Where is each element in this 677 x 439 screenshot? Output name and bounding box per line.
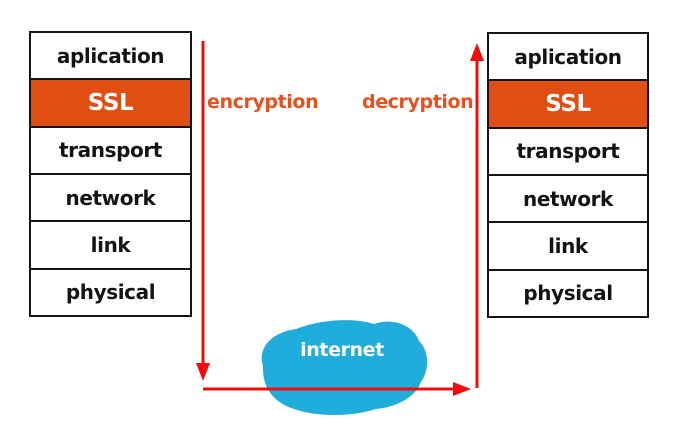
- layer-network: network: [489, 175, 647, 224]
- layer-physical: physical: [31, 269, 190, 315]
- sender-protocol-stack: aplication SSL transport network link ph…: [29, 31, 192, 317]
- layer-transport: transport: [31, 127, 190, 175]
- internet-cloud: [261, 320, 428, 415]
- decryption-label: decryption: [362, 91, 474, 113]
- layer-network: network: [31, 174, 190, 223]
- layer-link: link: [31, 222, 190, 270]
- layer-aplication: aplication: [31, 33, 190, 81]
- internet-label: internet: [300, 339, 384, 361]
- receiver-protocol-stack: aplication SSL transport network link ph…: [487, 32, 649, 318]
- layer-ssl: SSL: [31, 80, 190, 128]
- encryption-label: encryption: [207, 91, 319, 113]
- layer-link: link: [489, 223, 647, 271]
- layer-transport: transport: [489, 128, 647, 176]
- layer-ssl: SSL: [489, 81, 647, 129]
- layer-physical: physical: [489, 270, 647, 316]
- layer-aplication: aplication: [489, 34, 647, 82]
